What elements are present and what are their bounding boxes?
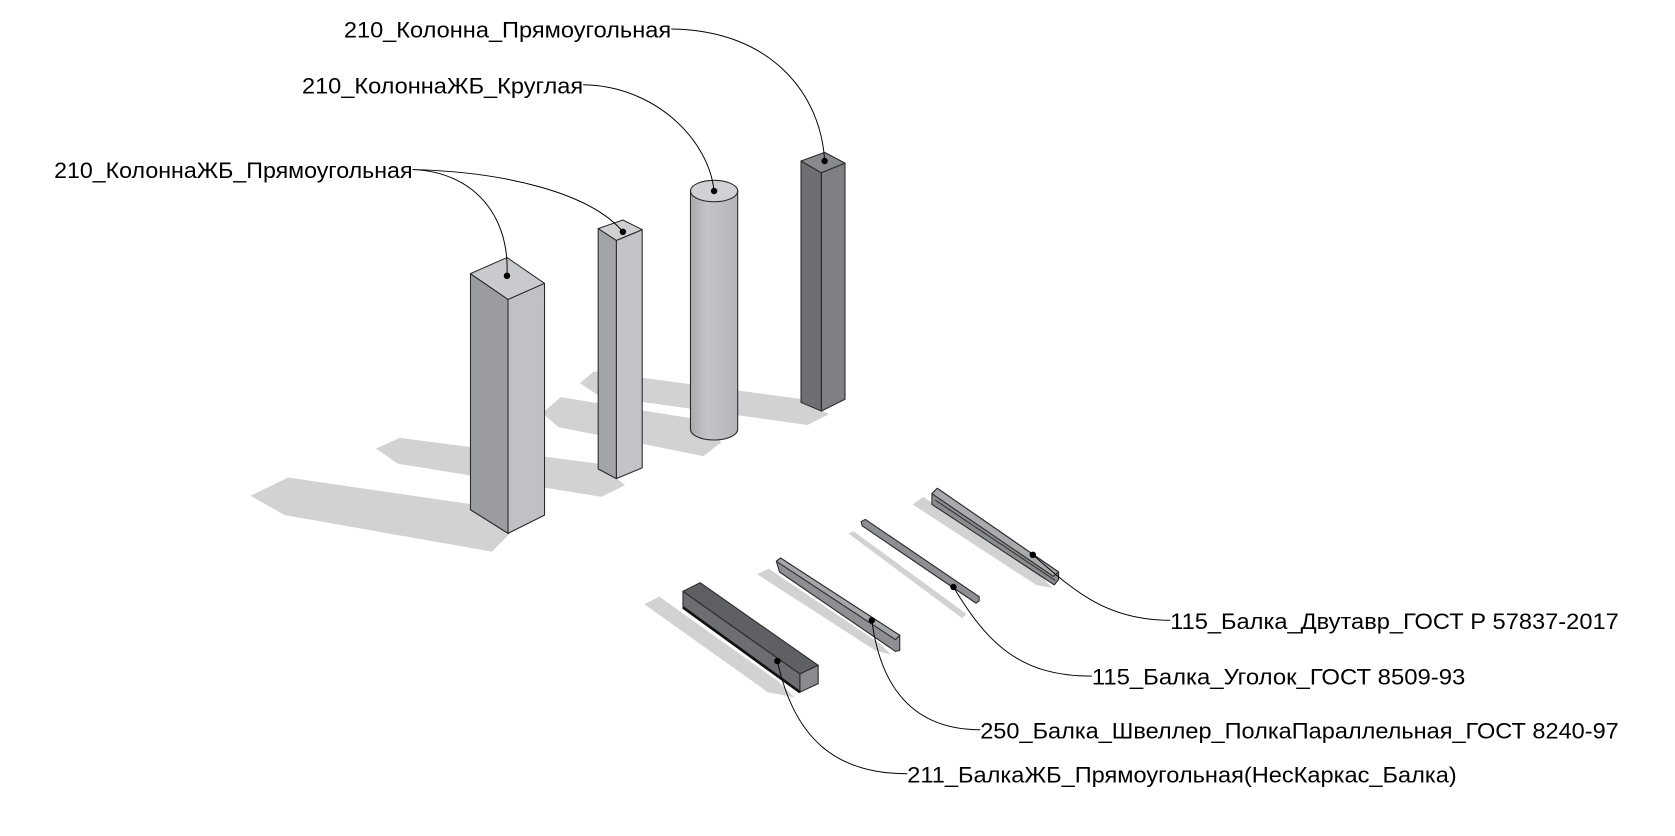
column-rc-rect-large[interactable]	[469, 257, 546, 534]
leader-dot	[503, 272, 511, 280]
leader-dot	[710, 187, 718, 195]
shadow-beam-ibeam	[912, 496, 1053, 589]
shadow-column-large	[250, 477, 511, 552]
column-rc-rect-thin[interactable]	[597, 219, 643, 480]
leader-dot	[868, 617, 876, 624]
leader-dot	[619, 228, 627, 236]
beam-angle[interactable]	[860, 518, 980, 604]
label-beam-channel: 250_Балка_Швеллер_ПолкаПараллельная_ГОСТ…	[980, 718, 1619, 743]
label-beam-ibeam: 115_Балка_Двутавр_ГОСТ Р 57837-2017	[1170, 609, 1619, 634]
label-beam-rc-rect: 211_БалкаЖБ_Прямоугольная(НесКаркас_Балк…	[907, 762, 1456, 787]
shadow-beam-box	[644, 596, 795, 698]
column-rc-round[interactable]	[689, 179, 739, 441]
beam-channel[interactable]	[775, 557, 901, 652]
column-rect-dark[interactable]	[800, 151, 846, 412]
label-beam-angle: 115_Балка_Уголок_ГОСТ 8509-93	[1092, 665, 1465, 690]
label-column-rc-rect: 210_КолоннаЖБ_Прямоугольная	[54, 158, 412, 183]
leader-beam-angle	[952, 586, 1092, 677]
labels: 210_Колонна_Прямоугольная 210_КолоннаЖБ_…	[54, 18, 1619, 788]
leader-beam-ibeam	[1032, 554, 1171, 621]
leaders	[412, 28, 1171, 775]
leader-dot	[950, 583, 957, 591]
leader-column-rc-rect-2	[412, 169, 624, 233]
leader-dot	[774, 657, 781, 665]
label-column-rc-round: 210_КолоннаЖБ_Круглая	[302, 73, 583, 98]
shadow-beam-channel	[757, 568, 892, 655]
leader-beam-rc-rect	[776, 660, 908, 775]
beam-rc-rect[interactable]	[682, 582, 819, 694]
leader-column-rect	[671, 28, 826, 162]
leader-dot	[1029, 551, 1037, 559]
shadows	[250, 371, 1053, 698]
leader-dot	[821, 157, 828, 165]
beam-ibeam[interactable]	[931, 487, 1060, 586]
leader-column-rc-round	[583, 84, 715, 192]
shadow-beam-angle	[848, 531, 967, 619]
leader-beam-channel	[871, 620, 981, 731]
leader-column-rc-rect-1	[412, 169, 508, 276]
label-column-rect: 210_Колонна_Прямоугольная	[344, 18, 671, 43]
